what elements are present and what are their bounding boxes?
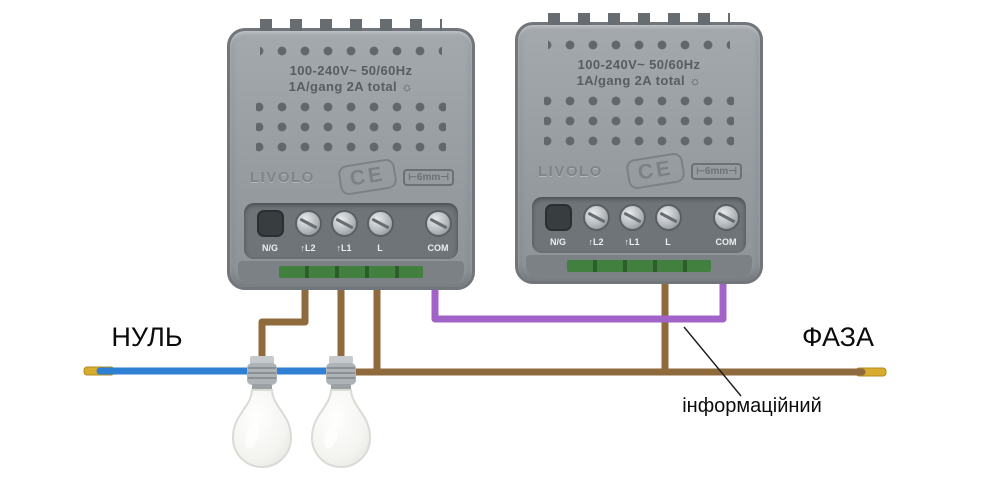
terminal-com: COM [706,204,746,247]
terminal-strip: N/G ↑L2 ↑L1 L COM [532,197,746,253]
mounting-teeth [548,13,730,25]
vent-holes-mid [544,93,734,149]
pcb-edge [566,260,712,272]
terminal-l: L [360,210,400,253]
rating-label: 1A/gang 2A total [288,79,398,94]
vent-holes-top [548,35,730,55]
vent-holes-mid [256,99,446,155]
ratings-text: 100-240V~ 50/60Hz 1A/gang 2A total ☼ [230,63,472,95]
screw-icon [330,210,358,237]
brightness-icon: ☼ [689,73,702,88]
pcb-edge [278,266,424,278]
terminal-label: N/G [549,237,566,247]
brand-row: LIVOLO CE ⊢6mm⊣ [538,151,742,191]
load-wire-lamp1 [258,274,309,366]
terminal-l2: ↑L2 [288,210,328,253]
screw-icon [654,204,682,231]
depth-badge: ⊢6mm⊣ [403,168,454,186]
terminal-com: COM [418,210,458,253]
brand-label: LIVOLO [250,168,315,186]
rating-label: 1A/gang 2A total [576,73,686,88]
mounting-teeth [260,19,442,31]
signal-wire [431,268,727,323]
terminal-label: ↑L2 [588,237,604,247]
screw-icon [424,210,452,237]
screw-icon [582,204,610,231]
module-base [238,261,464,285]
terminal-ng: N/G [538,204,578,247]
switch-module-left: 100-240V~ 50/60Hz 1A/gang 2A total ☼ LIV… [227,19,475,290]
signal-leader-line [683,326,742,397]
switch-module-right: 100-240V~ 50/60Hz 1A/gang 2A total ☼ LIV… [515,13,763,284]
terminal-hole-icon [256,210,284,237]
brand-label: LIVOLO [538,162,603,180]
ce-mark: CE [624,151,687,191]
terminal-label: ↑L1 [624,237,640,247]
terminal-label: ↑L1 [336,243,352,253]
terminal-label: ↑L2 [300,243,316,253]
ce-mark: CE [336,157,399,197]
ratings-text: 100-240V~ 50/60Hz 1A/gang 2A total ☼ [518,57,760,89]
terminal-hole-icon [544,204,572,231]
module-base [526,255,752,279]
voltage-label: 100-240V~ 50/60Hz [577,57,701,72]
terminal-l2: ↑L2 [576,204,616,247]
brightness-icon: ☼ [401,79,414,94]
signal-label: інформаційний [682,395,822,417]
screw-icon [366,210,394,237]
brand-row: LIVOLO CE ⊢6mm⊣ [250,157,454,197]
terminal-label: L [665,237,671,247]
screw-icon [712,204,740,231]
terminal-label: COM [715,237,737,247]
terminal-ng: N/G [250,210,290,253]
vent-holes-top [260,41,442,61]
terminal-strip: N/G ↑L2 ↑L1 L COM [244,203,458,259]
terminal-l1: ↑L1 [612,204,652,247]
terminal-l1: ↑L1 [324,210,364,253]
terminal-label: N/G [261,243,278,253]
depth-badge: ⊢6mm⊣ [691,162,742,180]
screw-icon [294,210,322,237]
voltage-label: 100-240V~ 50/60Hz [289,63,413,78]
terminal-label: L [377,243,383,253]
phase-label: ФАЗА [802,322,874,352]
terminal-label: COM [427,243,449,253]
screw-icon [618,204,646,231]
terminal-l: L [648,204,688,247]
neutral-label: НУЛЬ [111,322,182,352]
